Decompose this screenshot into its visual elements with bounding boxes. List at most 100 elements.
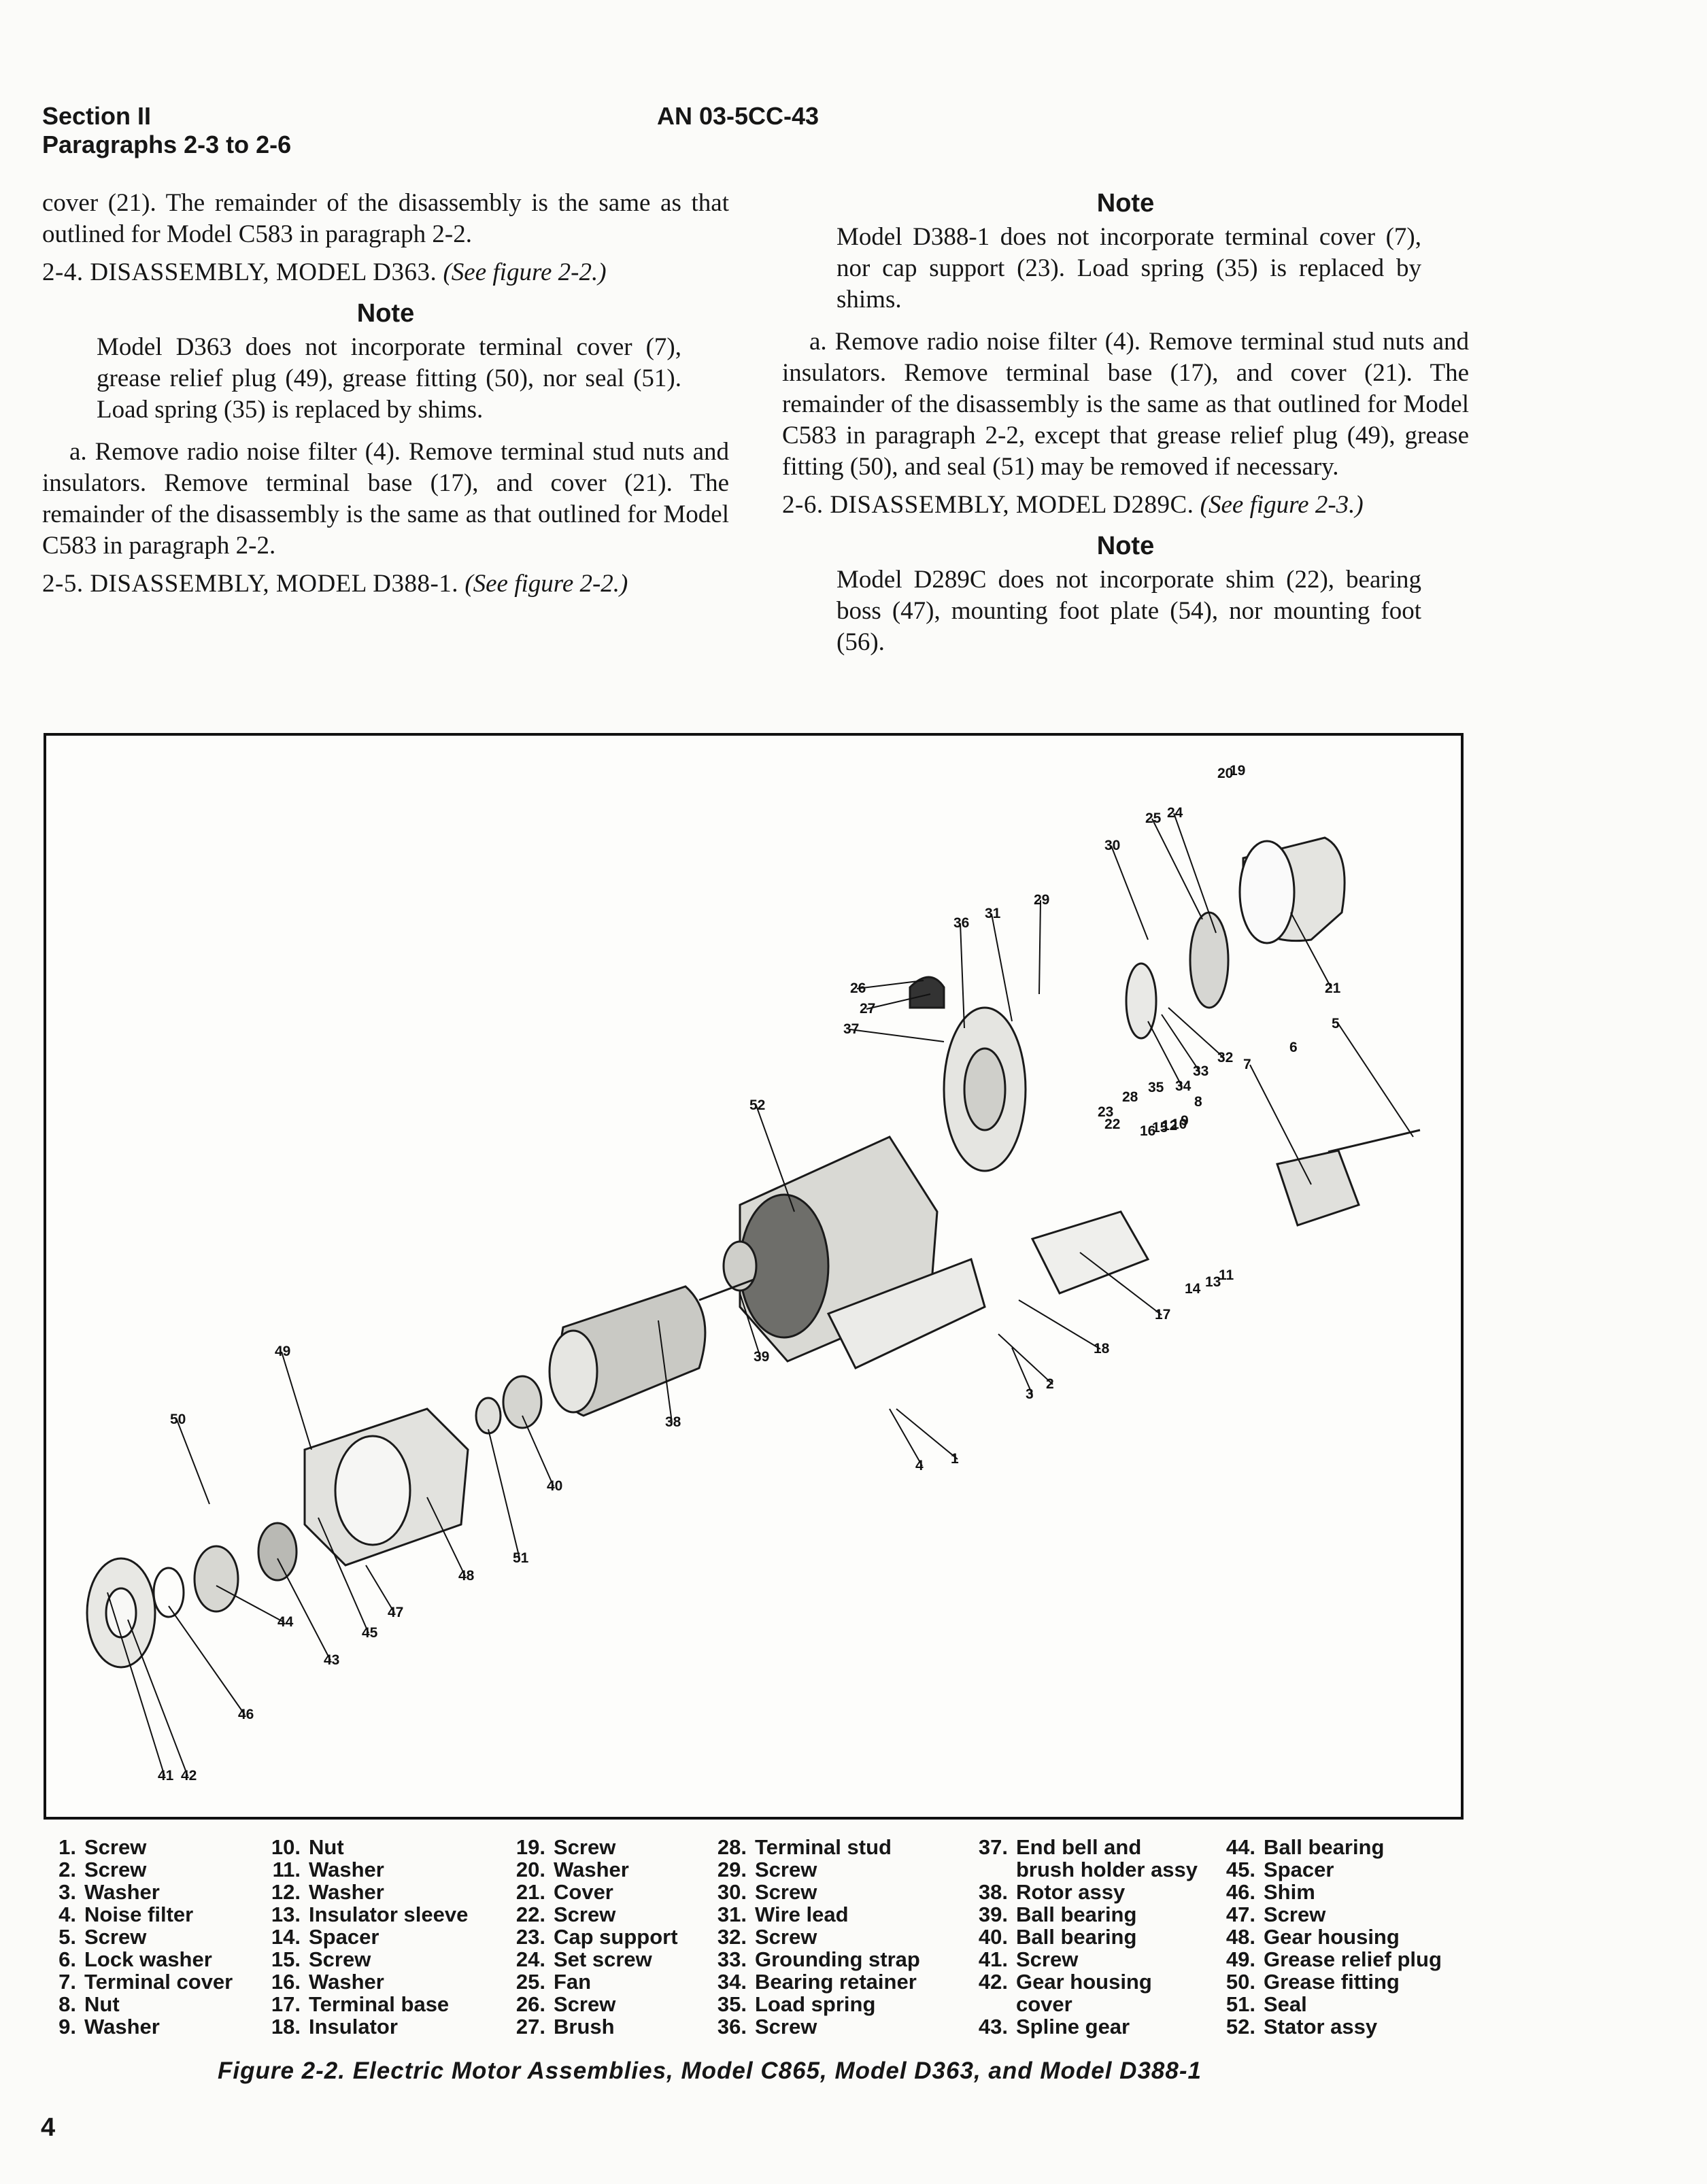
part-name: Insulator [309,2015,398,2038]
ball-bearing-44-part [193,1545,239,1613]
leader-line-52 [756,1105,795,1212]
leader-line-34 [1147,1021,1183,1087]
callout-52: 52 [749,1097,765,1113]
rotor-shaft [698,1278,754,1301]
callout-15: 15 [1152,1120,1168,1136]
part-number: 43. [978,2015,1008,2038]
right-column: Note Model D388-1 does not incorporate t… [782,188,1469,658]
rotor-end [548,1329,598,1414]
leader-line-37 [849,1029,945,1042]
callout-51: 51 [513,1550,529,1566]
leader-lines [107,813,1414,1777]
part-name: Terminal cover [84,1970,233,1994]
part-name: Ball bearing [1016,1903,1137,1926]
heading-2-5: 2-5. DISASSEMBLY, MODEL D388-1. (See fig… [42,568,729,600]
part-number: 20. [516,1858,545,1881]
part-number: 2. [58,1858,76,1881]
part-number: 19. [516,1835,545,1859]
leader-line-21 [1290,912,1332,989]
spline-gear-part [257,1522,298,1582]
heading-2-6: 2-6. DISASSEMBLY, MODEL D289C. (See figu… [782,490,1469,521]
parts-list-item: 44.Ball bearing [1223,1836,1442,1858]
parts-list-item: 49.Grease relief plug [1223,1948,1442,1970]
parts-list-item: 26.Screw [513,1993,678,2015]
part-number: 25. [516,1970,545,1994]
note-body: Model D289C does not incorporate shim (2… [836,566,1421,656]
callout-24: 24 [1167,805,1183,821]
part-number: 45. [1226,1858,1255,1881]
paragraphs-label: Paragraphs 2-3 to 2-6 [42,131,292,158]
leader-line-1 [896,1408,958,1460]
part-name: Nut [309,1835,344,1859]
callout-21: 21 [1325,980,1341,996]
part-number: 38. [978,1880,1008,1904]
part-number: 48. [1226,1925,1255,1949]
leader-line-27 [866,993,931,1010]
parts-list-item: 23.Cap support [513,1926,678,1948]
parts-list-item: 42.Gear housing cover [975,1970,1198,2015]
page-number: 4 [41,2113,56,2142]
part-name: Ball bearing [1016,1925,1137,1949]
part-number: 3. [58,1880,76,1904]
parts-list-item: 27.Brush [513,2015,678,2038]
part-number: 16. [271,1970,301,1994]
parts-list-item: 32.Screw [714,1926,920,1948]
leader-line-26 [856,980,924,989]
callout-31: 31 [985,906,1001,921]
callout-11: 11 [1219,1267,1234,1283]
part-name: Gear housing cover [1016,1970,1152,2016]
part-number: 14. [271,1925,301,1949]
note-body: Model D388-1 does not incorporate termin… [836,223,1421,313]
part-name: Screw [755,1925,817,1949]
parts-list-item: 4.Noise filter [44,1903,233,1926]
note-heading: Note [356,299,415,328]
callout-33: 33 [1193,1063,1209,1079]
callout-22: 22 [1104,1116,1120,1132]
part-number: 30. [717,1880,747,1904]
leader-line-51 [488,1429,520,1559]
part-name: Washer [309,1970,384,1994]
heading-2-4: 2-4. DISASSEMBLY, MODEL D363. (See figur… [42,257,729,288]
callout-49: 49 [275,1344,290,1359]
callout-37: 37 [843,1021,859,1037]
parts-list-item: 45.Spacer [1223,1858,1442,1881]
parts-list-item: 47.Screw [1223,1903,1442,1926]
part-number: 33. [717,1947,747,1971]
part-number: 4. [58,1903,76,1926]
parts-list-item: 46.Shim [1223,1881,1442,1903]
parts-list-item: 12.Washer [268,1881,468,1903]
part-number: 37. [978,1835,1008,1859]
part-name: Fan [554,1970,592,1994]
brush-part [909,976,945,1009]
part-name: Terminal base [309,1992,450,2016]
callout-2: 2 [1046,1376,1054,1392]
callout-35: 35 [1148,1080,1164,1095]
leader-line-25 [1151,818,1203,920]
part-number: 29. [717,1858,747,1881]
part-name: Screw [554,1835,616,1859]
callout-14: 14 [1185,1281,1201,1297]
parts-list-item: 40.Ball bearing [975,1926,1198,1948]
part-number: 27. [516,2015,545,2038]
paragraph-continuation: cover (21). The remainder of the disasse… [42,189,729,248]
parts-list-item: 16. Washer [268,1970,468,1993]
parts-list-item: 52.Stator assy [1223,2015,1442,2038]
part-number: 39. [978,1903,1008,1926]
shim-part [152,1567,185,1618]
callout-23: 23 [1098,1104,1113,1120]
left-column: cover (21). The remainder of the disasse… [42,188,729,600]
parts-list-item: 6.Lock washer [44,1948,233,1970]
part-number: 17. [271,1992,301,2016]
leader-line-36 [960,923,965,1029]
parts-list-item: 28.Terminal stud [714,1836,920,1858]
part-number: 21. [516,1880,545,1904]
part-name: Cover [554,1880,613,1904]
document-number: AN 03-5CC-43 [657,102,819,130]
part-number: 23. [516,1925,545,1949]
leader-line-2 [998,1333,1053,1385]
parts-list-item: 1.Screw [44,1836,233,1858]
step-a-paragraph: a. Remove radio noise filter (4). Remove… [782,328,1469,481]
